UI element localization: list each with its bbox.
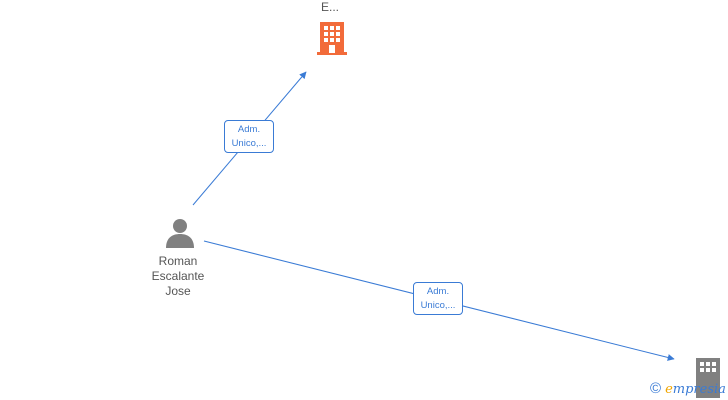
edge-label-bottom[interactable]: Adm. Unico,... — [413, 282, 463, 315]
edge-label-line: Adm. — [426, 286, 450, 297]
person-label-line: Escalante — [151, 269, 205, 283]
edge-label-line: Adm. — [237, 124, 261, 135]
brand-rest: mpresia — [672, 382, 726, 397]
person-icon[interactable] — [164, 218, 196, 248]
building-icon[interactable] — [316, 20, 348, 56]
copyright-symbol: © — [650, 380, 662, 397]
empresia-watermark: ©empresia — [650, 380, 726, 397]
company-top-label[interactable]: E... — [320, 0, 339, 14]
edge-label-line: Unico,... — [420, 300, 456, 311]
person-label[interactable]: Roman Escalante Jose — [140, 254, 216, 299]
building-icon[interactable] — [694, 356, 724, 400]
edge-label-top[interactable]: Adm. Unico,... — [224, 120, 274, 153]
person-label-line: Jose — [165, 284, 191, 298]
person-label-line: Roman — [158, 254, 198, 268]
edge-label-line: Unico,... — [231, 138, 267, 149]
brand-first-letter: e — [665, 382, 673, 397]
